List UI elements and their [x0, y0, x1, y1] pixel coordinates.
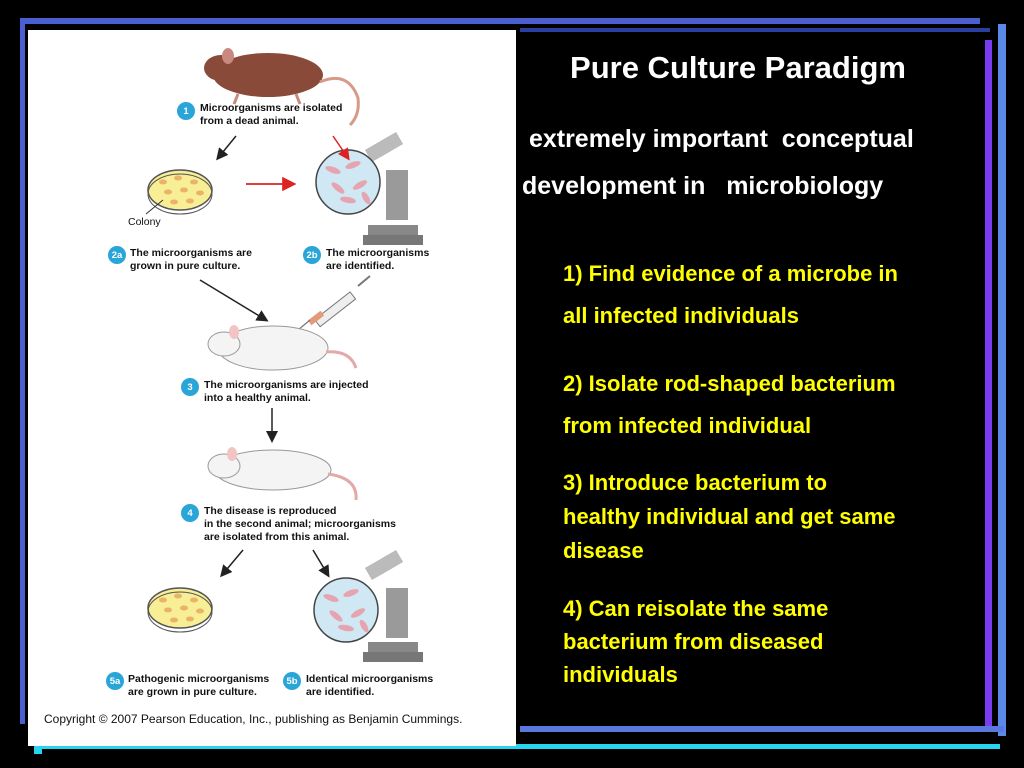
step-1-caption-line2: from a dead animal.	[200, 115, 299, 127]
step-5b-caption: Identical microorganisms are identified.	[306, 673, 433, 699]
step-3-caption: The microorganisms are injected into a h…	[204, 379, 369, 405]
petri-dish-icon	[147, 587, 213, 633]
subtitle-line-1: extremely important conceptual	[522, 125, 914, 153]
healthy-rat-icon	[207, 325, 358, 371]
frame-bar-top-inner	[520, 28, 990, 32]
step-2b-badge: 2b	[303, 246, 321, 264]
step-4-caption-line3: are isolated from this animal.	[204, 531, 350, 543]
frame-bar-top	[20, 18, 980, 24]
step-2a-badge: 2a	[108, 246, 126, 264]
step-4-caption-line2: in the second animal; microorganisms	[204, 518, 396, 530]
figure-illustration	[145, 48, 423, 662]
step-1-caption: Microorganisms are isolated from a dead …	[200, 102, 342, 128]
step-5a-caption-line1: Pathogenic microorganisms	[128, 673, 270, 685]
frame-bar-left	[20, 18, 25, 724]
step-2a-caption: The microorganisms are grown in pure cul…	[130, 247, 252, 273]
step-4-caption-line1: The disease is reproduced	[204, 505, 337, 517]
step-5a-badge: 5a	[106, 672, 124, 690]
subtitle-line-2: development in microbiology	[522, 172, 884, 200]
step-3-caption-line1: The microorganisms are injected	[204, 379, 369, 391]
point-1-line1: 1) Find evidence of a microbe in	[563, 261, 898, 286]
step-4-caption: The disease is reproduced in the second …	[204, 505, 396, 544]
point-4: 4) Can reisolate the same bacterium from…	[563, 592, 983, 691]
frame-bar-bottom-cyan	[34, 744, 1000, 749]
point-4-line2: bacterium from diseased	[563, 629, 824, 654]
step-5b-caption-line2: are identified.	[306, 686, 375, 698]
point-3-line2: healthy individual and get same	[563, 504, 896, 529]
microscope-icon	[315, 131, 423, 245]
frame-bar-right-blue	[998, 24, 1006, 736]
step-2b-caption-line2: are identified.	[326, 260, 395, 272]
point-2-line2: from infected individual	[563, 413, 812, 438]
step-3-badge: 3	[181, 378, 199, 396]
frame-bar-right-purple	[985, 40, 992, 730]
point-4-line3: individuals	[563, 662, 678, 687]
point-3: 3) Introduce bacterium to healthy indivi…	[563, 466, 983, 568]
point-2: 2) Isolate rod-shaped bacterium from inf…	[563, 363, 983, 447]
point-4-line1: 4) Can reisolate the same	[563, 596, 829, 621]
point-1-line2: all infected individuals	[563, 303, 799, 328]
microscope-icon	[313, 549, 423, 662]
step-2a-caption-line2: grown in pure culture.	[130, 260, 241, 272]
colony-label: Colony	[128, 216, 161, 228]
dead-rat-icon	[204, 48, 360, 127]
step-2b-caption: The microorganisms are identified.	[326, 247, 429, 273]
step-2b-caption-line1: The microorganisms	[326, 247, 430, 259]
step-1-caption-line1: Microorganisms are isolated	[200, 102, 343, 114]
petri-dish-icon	[145, 169, 213, 215]
copyright-notice: Copyright © 2007 Pearson Education, Inc.…	[44, 712, 463, 726]
slide-title: Pure Culture Paradigm	[570, 50, 906, 85]
step-5b-caption-line1: Identical microorganisms	[306, 673, 434, 685]
diseased-rat-icon	[207, 447, 358, 501]
frame-bar-bottom	[520, 726, 1004, 732]
step-3-caption-line2: into a healthy animal.	[204, 392, 311, 404]
point-2-line1: 2) Isolate rod-shaped bacterium	[563, 371, 896, 396]
step-1-badge: 1	[177, 102, 195, 120]
step-5a-caption: Pathogenic microorganisms are grown in p…	[128, 673, 269, 699]
point-1: 1) Find evidence of a microbe in all inf…	[563, 253, 983, 337]
step-5a-caption-line2: are grown in pure culture.	[128, 686, 257, 698]
step-5b-badge: 5b	[283, 672, 301, 690]
step-4-badge: 4	[181, 504, 199, 522]
point-3-line1: 3) Introduce bacterium to	[563, 470, 828, 495]
koch-postulates-figure: 1 Microorganisms are isolated from a dea…	[28, 30, 516, 746]
point-3-line3: disease	[563, 538, 644, 563]
syringe-icon	[297, 275, 371, 331]
step-2a-caption-line1: The microorganisms are	[130, 247, 252, 259]
